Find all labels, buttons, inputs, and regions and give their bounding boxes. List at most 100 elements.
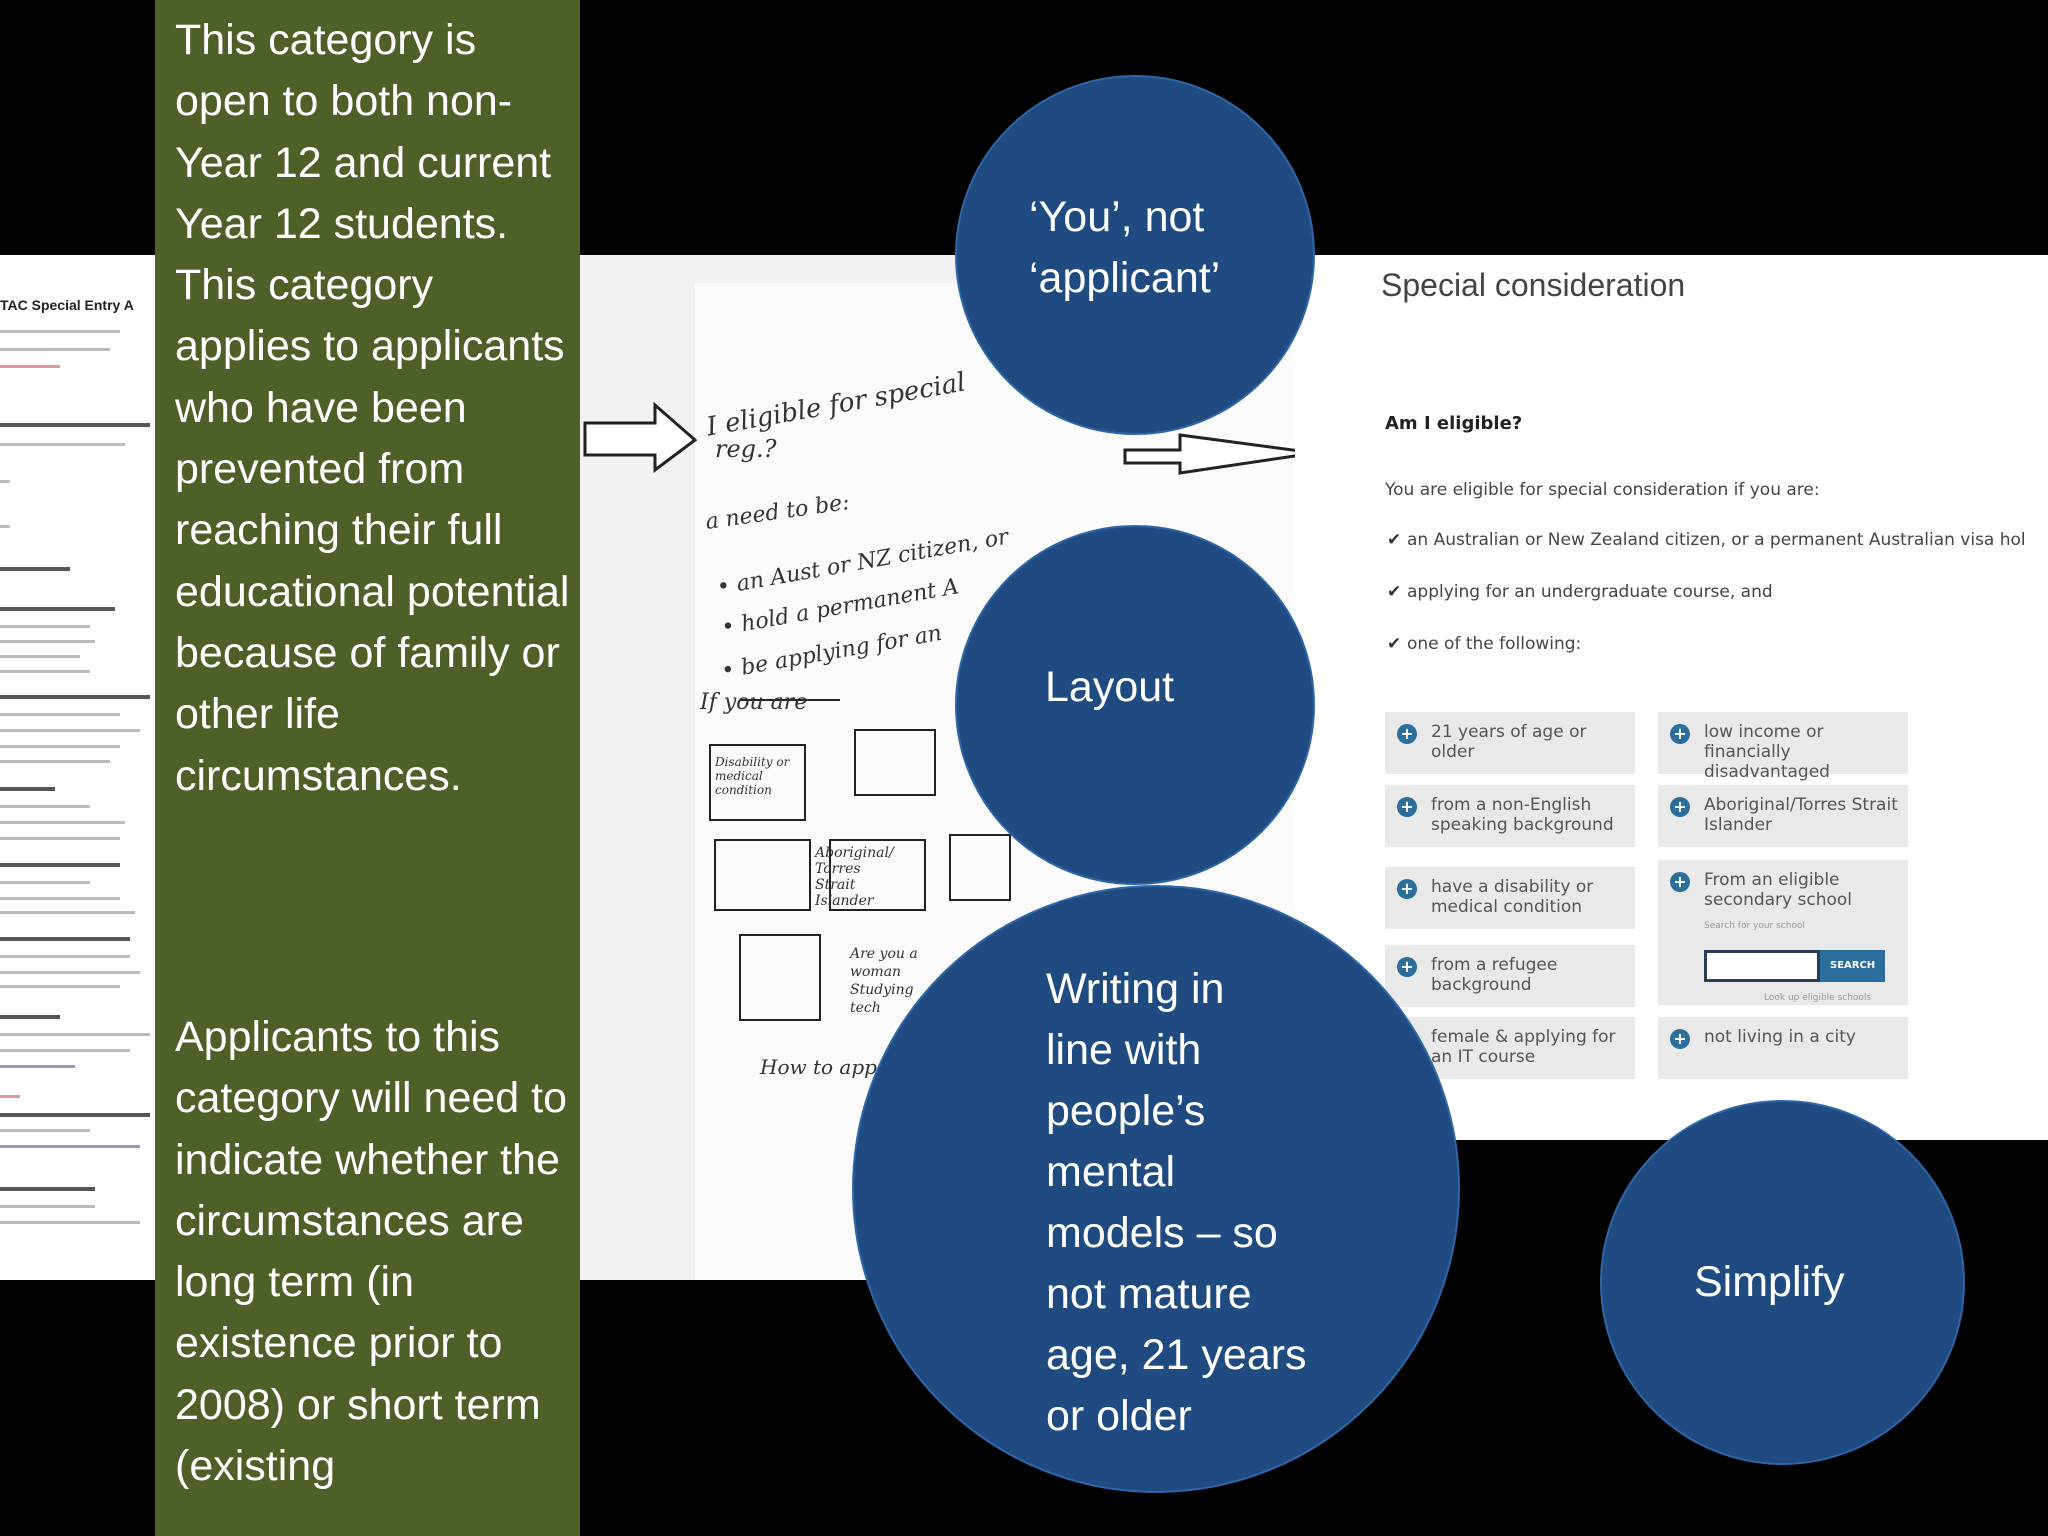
option-label: not living in a city [1704,1027,1856,1047]
doc-line [0,745,120,748]
doc-line [0,729,140,732]
doc-line [0,443,125,446]
doc-line [0,837,120,840]
circle-text: Writing in line with people’s mental mod… [1046,965,1307,1440]
option-label: 21 years of age or older [1431,722,1587,762]
eligibility-intro: You are eligible for special considerati… [1385,480,1820,500]
arrow-icon [1123,433,1316,475]
option-low-income[interactable]: + low income or financially disadvantaged [1658,712,1908,782]
doc-line [0,971,140,974]
school-search-input[interactable] [1704,950,1820,982]
check-icon: ✔ [1387,582,1402,602]
description-paragraph: This category is open to both non-Year 1… [175,16,570,800]
option-non-english[interactable]: +from a non-English speaking background [1385,785,1635,847]
doc-line [0,1145,140,1148]
plus-icon: + [1670,724,1690,744]
circle-text: Simplify [1694,1258,1845,1306]
sketch-text: Aboriginal/ Torres Strait Islander [815,845,894,909]
option-disability[interactable]: +have a disability or medical condition [1385,867,1635,929]
doc-line [0,911,135,914]
doc-line [0,955,130,958]
doc-line [0,1065,75,1068]
doc-line [0,423,150,427]
circle-text: Layout [1045,663,1175,711]
eligible-schools-link[interactable]: Look up eligible schools [1764,993,1872,1003]
principle-circle-mental-models: Writing in line with people’s mental mod… [852,885,1460,1493]
doc-line [0,330,120,333]
option-label: female & applying for an IT course [1431,1027,1616,1067]
sketch-text: reg.? [715,435,777,463]
plus-icon: + [1670,872,1690,892]
check-icon: ✔ [1387,634,1402,654]
check-icon: ✔ [1387,530,1402,550]
doc-line [0,805,90,808]
doc-line [0,1113,150,1117]
option-label: have a disability or medical condition [1431,877,1594,917]
doc-line [0,625,90,628]
doc-line [0,881,90,884]
principle-circle-layout: Layout [955,525,1315,885]
doc-line [0,787,55,791]
option-age[interactable]: +21 years of age or older [1385,712,1635,774]
option-refugee[interactable]: + from a refugee background [1385,945,1635,1007]
search-label: Search for your school [1704,921,1805,931]
doc-line [0,655,80,658]
doc-line [0,1049,130,1052]
plus-icon: + [1670,1029,1690,1049]
sketch-box [739,934,821,1021]
doc-line [0,1015,60,1019]
doc-line [0,1205,95,1208]
description-paragraph: Applicants to this category will need to… [175,1013,567,1491]
doc-line [0,897,120,900]
plus-icon: + [1397,797,1417,817]
option-aboriginal[interactable]: + Aboriginal/Torres Strait Islander [1658,785,1908,847]
sketch-box [714,839,811,911]
doc-line [0,1095,20,1098]
doc-line [0,365,60,368]
option-label: Aboriginal/Torres Strait Islander [1704,795,1898,835]
sketch-box [829,839,926,911]
eligibility-question: Am I eligible? [1385,413,1523,434]
document-title: TAC Special Entry A [0,297,134,313]
doc-line [0,1033,150,1036]
school-search: SEARCH [1704,950,1900,982]
doc-line [0,760,110,763]
doc-line [0,713,120,716]
sketch-box [949,834,1011,901]
sketch-drawing [583,401,1316,1021]
arrow-icon [583,401,698,473]
doc-line [0,480,10,483]
doc-line [0,1187,95,1191]
doc-line [0,525,10,528]
principle-circle-simplify: Simplify [1600,1100,1965,1465]
doc-line [0,821,125,824]
doc-line [0,670,90,673]
search-button[interactable]: SEARCH [1820,950,1886,982]
sketch-box [709,744,806,821]
plus-icon: + [1397,724,1417,744]
circle-text: ‘You’, not ‘applicant’ [1029,193,1221,302]
doc-line [0,937,130,941]
doc-line [0,695,150,699]
sketch-text: Are you a woman Studying tech [850,946,918,1016]
special-consideration-page: Special consideration Am I eligible? You… [1295,255,2048,1140]
criterion-item: ✔an Australian or New Zealand citizen, o… [1387,530,2026,550]
option-label: from a refugee background [1431,955,1558,995]
doc-line [0,985,120,988]
criterion-item: ✔applying for an undergraduate course, a… [1387,582,1773,602]
option-eligible-school[interactable]: +From an eligible secondary school Searc… [1658,860,1908,1005]
doc-line [0,348,110,351]
sketch-text: If you are [700,690,808,715]
option-not-city[interactable]: + not living in a city [1658,1017,1908,1079]
plus-icon: + [1670,797,1690,817]
plus-icon: + [1397,957,1417,977]
doc-line [0,567,70,571]
option-label: low income or financially disadvantaged [1704,722,1830,782]
doc-line [0,607,115,611]
doc-line [0,640,95,643]
criterion-text: applying for an undergraduate course, an… [1407,582,1773,602]
sketch-text: How to app [760,1055,877,1079]
sketch-text: Disability or medical condition [715,755,790,797]
doc-line [0,863,120,867]
page-title: Special consideration [1381,267,1686,303]
